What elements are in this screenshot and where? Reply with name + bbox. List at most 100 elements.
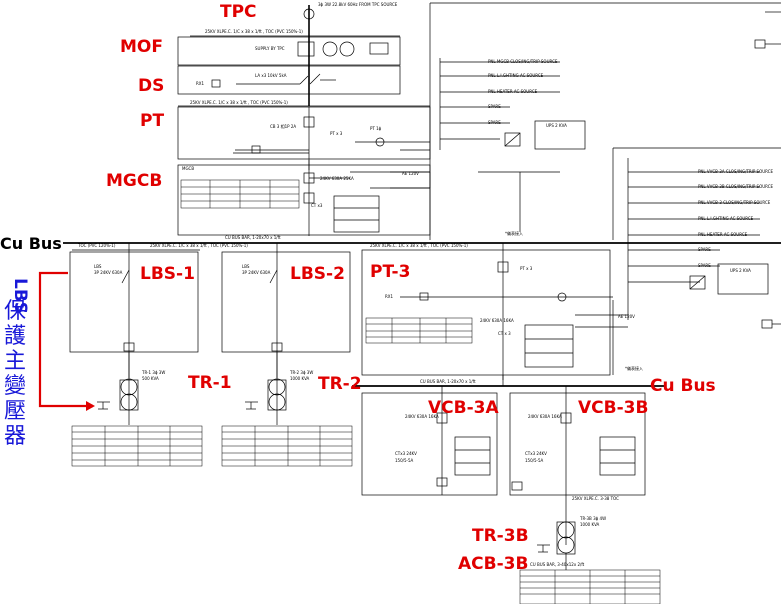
svg-text:25KV XLPE.C. 1/C x 38 x 1/ft ,: 25KV XLPE.C. 1/C x 38 x 1/ft , TOC (PVC … — [190, 100, 288, 105]
feeder-cable-text: 25KV XLPE.C. 1/C x 38 x 1/ft , TOC (PVC … — [205, 29, 303, 34]
svg-text:3P 24KV 630A: 3P 24KV 630A — [94, 270, 123, 275]
label-tr1: TR-1 — [188, 373, 232, 393]
svg-text:CU BUS BAR, 1-20x70 x 1/ft: CU BUS BAR, 1-20x70 x 1/ft — [420, 379, 476, 384]
incoming-feeder: 3ϕ 3W 22.8kV 60Hz FROM TPC SOURCE 25KV X… — [190, 2, 400, 106]
tr3b-transformer: TR-3B 3ϕ 4W 1000 KVA — [537, 516, 606, 570]
vcb3b-section: 24KV 630A 16KA CTx3 24KV 150/5-5A 25KV X… — [509, 386, 646, 545]
svg-text:LBS: LBS — [94, 264, 102, 269]
svg-text:PNL VVCB-3 CLOS/ING/TRIP SOURC: PNL VVCB-3 CLOS/ING/TRIP SOURCE — [698, 200, 771, 205]
lower-cu-bus: CU BUS BAR, 1-20x70 x 1/ft — [352, 375, 665, 387]
vertical-lbs-text: LBS — [10, 278, 30, 314]
label-mgcb: MGCB — [106, 171, 162, 191]
top-right-wiring: PNL MGCB CLOS/ING/TRIP SOURCE PNL L.I.GH… — [350, 2, 781, 240]
label-vcb3a: VCB-3A — [428, 398, 499, 418]
acb3b-table: CU BUS BAR, 3-40x12x 2/ft — [519, 562, 661, 604]
label-mof: MOF — [120, 37, 163, 57]
svg-text:PNL MGCB CLOS/ING/TRIP SOURCE: PNL MGCB CLOS/ING/TRIP SOURCE — [488, 59, 558, 64]
vertical-lbs-label: LBS 保 護 主 變 壓 器 — [4, 278, 30, 449]
svg-text:CTx3 24KV: CTx3 24KV — [525, 451, 547, 456]
svg-text:PNL L.I.GHTING AC SOURCE: PNL L.I.GHTING AC SOURCE — [698, 216, 754, 221]
svg-text:CTx3 24KV: CTx3 24KV — [395, 451, 417, 456]
svg-text:SPARE: SPARE — [488, 104, 501, 109]
svg-text:UPS 2 KVA: UPS 2 KVA — [546, 123, 567, 128]
source-text: 3ϕ 3W 22.8kV 60Hz FROM TPC SOURCE — [318, 2, 398, 7]
svg-text:RX1: RX1 — [196, 81, 205, 86]
svg-text:PT 1ϕ: PT 1ϕ — [370, 126, 382, 131]
label-cu-bus-bottom: Cu Bus — [650, 376, 716, 396]
tr1-transformer: TR-1 3ϕ 3W 500 KVA — [97, 352, 165, 425]
vcb3a-section: 24KV 630A 16KA CTx3 24KV 150/5-5A — [361, 386, 498, 496]
vertical-cn-4: 變 — [4, 374, 26, 399]
svg-text:25KV XLPE.C. 3-38 TOC: 25KV XLPE.C. 3-38 TOC — [572, 496, 619, 501]
label-lbs1: LBS-1 — [140, 264, 195, 284]
label-pt: PT — [140, 111, 164, 131]
tr-tables — [71, 425, 353, 467]
svg-text:PNL L.I.GHTING AC SOURCE: PNL L.I.GHTING AC SOURCE — [488, 73, 544, 78]
label-tpc: TPC — [220, 2, 257, 22]
svg-text:CU BUS BAR, 3-40x12x 2/ft: CU BUS BAR, 3-40x12x 2/ft — [530, 562, 585, 567]
label-acb3b: ACB-3B — [458, 554, 528, 574]
svg-text:CB 3 相1P 2A: CB 3 相1P 2A — [270, 123, 296, 129]
svg-text:3P 24KV 630A: 3P 24KV 630A — [242, 270, 271, 275]
svg-text:150/5-5A: 150/5-5A — [525, 458, 544, 463]
svg-text:SPARE: SPARE — [698, 247, 711, 252]
svg-text:LA x3 10kV 5kA: LA x3 10kV 5kA — [255, 73, 287, 78]
vertical-cn-3: 主 — [4, 349, 26, 374]
svg-text:UPS 2 KVA: UPS 2 KVA — [730, 268, 751, 273]
vertical-cn-2: 護 — [4, 324, 26, 349]
label-lbs2: LBS-2 — [290, 264, 345, 284]
svg-text:AE 120V: AE 120V — [402, 171, 419, 176]
svg-text:LBS: LBS — [242, 264, 250, 269]
svg-text:500 KVA: 500 KVA — [142, 376, 159, 381]
mgcb-section: MGCB 24KV 630A 25KA CT x3 — [177, 152, 431, 236]
label-vcb3b: VCB-3B — [578, 398, 648, 418]
label-cu-bus-top: Cu Bus — [0, 234, 62, 253]
svg-text:PT x 3: PT x 3 — [330, 131, 343, 136]
svg-text:24KV 630A 16KA: 24KV 630A 16KA — [405, 414, 439, 419]
pt3-section: RX1 PT x 3 24KV 630A 16KA CT x 3 AE 120V… — [361, 243, 643, 380]
label-tr2: TR-2 — [318, 374, 362, 394]
svg-text:TR-3B 3ϕ 4W: TR-3B 3ϕ 4W — [579, 516, 606, 521]
svg-text:PNL VVCB-3A CLOS/ING/TRIP SOUR: PNL VVCB-3A CLOS/ING/TRIP SOURCE — [698, 169, 774, 174]
svg-text:150/5-5A: 150/5-5A — [395, 458, 414, 463]
svg-text:CT x3: CT x3 — [311, 203, 323, 208]
svg-text:1000 KVA: 1000 KVA — [290, 376, 310, 381]
pt-section: 25KV XLPE.C. 1/C x 38 x 1/ft , TOC (PVC … — [177, 100, 431, 170]
svg-text:PNL HEATER AC SOURCE: PNL HEATER AC SOURCE — [488, 89, 538, 94]
svg-text:PT x 3: PT x 3 — [520, 266, 533, 271]
svg-text:25KV XLPE.C. 1/C x 38 x 1/ft ,: 25KV XLPE.C. 1/C x 38 x 1/ft , TOC (PVC … — [150, 243, 248, 248]
svg-text:MGCB: MGCB — [182, 166, 194, 171]
svg-text:AE 120V: AE 120V — [618, 314, 635, 319]
svg-text:CU BUS BAR, 1-20x70 x 1/ft: CU BUS BAR, 1-20x70 x 1/ft — [225, 235, 281, 240]
tr2-transformer: TR-2 3ϕ 3W 1000 KVA — [245, 352, 313, 425]
vertical-cn-6: 器 — [4, 424, 26, 449]
supply-tpc-text: SUPPLY BY TPC — [255, 46, 285, 51]
label-tr3b: TR-3B — [472, 526, 529, 546]
svg-text:CT x 3: CT x 3 — [498, 331, 511, 336]
svg-text:TOC (PVC 120%-1): TOC (PVC 120%-1) — [77, 243, 116, 248]
svg-text:TR-1 3ϕ 3W: TR-1 3ϕ 3W — [141, 370, 165, 375]
svg-text:24KV 630A 25KA: 24KV 630A 25KA — [320, 176, 354, 181]
vertical-cn-1: 保 — [4, 299, 26, 324]
svg-text:25KV XLPE.C. 1/C x 38 x 1/ft ,: 25KV XLPE.C. 1/C x 38 x 1/ft , TOC (PVC … — [370, 243, 468, 248]
svg-text:SPARE: SPARE — [488, 120, 501, 125]
mof-section: SUPPLY BY TPC — [177, 36, 401, 66]
svg-text:1000 KVA: 1000 KVA — [580, 522, 600, 527]
svg-text:PNL VVCB-3B CLOS/ING/TRIP SOUR: PNL VVCB-3B CLOS/ING/TRIP SOURCE — [698, 184, 774, 189]
vertical-cn-5: 壓 — [4, 399, 26, 424]
svg-text:PNL HEATER AC SOURCE: PNL HEATER AC SOURCE — [698, 232, 748, 237]
svg-text:TR-2 3ϕ 3W: TR-2 3ϕ 3W — [289, 370, 313, 375]
svg-text:24KV 630A 16KA: 24KV 630A 16KA — [528, 414, 562, 419]
svg-text:*儀表接入: *儀表接入 — [505, 230, 523, 236]
svg-text:*儀表接入: *儀表接入 — [625, 365, 643, 371]
label-pt3: PT-3 — [370, 262, 410, 282]
ds-section: RX1 LA x3 10kV 5kA — [177, 65, 401, 95]
svg-text:24KV 630A 16KA: 24KV 630A 16KA — [480, 318, 514, 323]
middle-right-wiring: PNL VVCB-3A CLOS/ING/TRIP SOURCE PNL VVC… — [612, 147, 781, 329]
label-ds: DS — [138, 76, 164, 96]
lbs-protection-arrow — [38, 271, 95, 411]
main-cu-bus: CU BUS BAR, 1-20x70 x 1/ft TOC (PVC 120%… — [63, 235, 781, 251]
svg-text:RX1: RX1 — [385, 294, 394, 299]
svg-text:SPARE: SPARE — [698, 263, 711, 268]
